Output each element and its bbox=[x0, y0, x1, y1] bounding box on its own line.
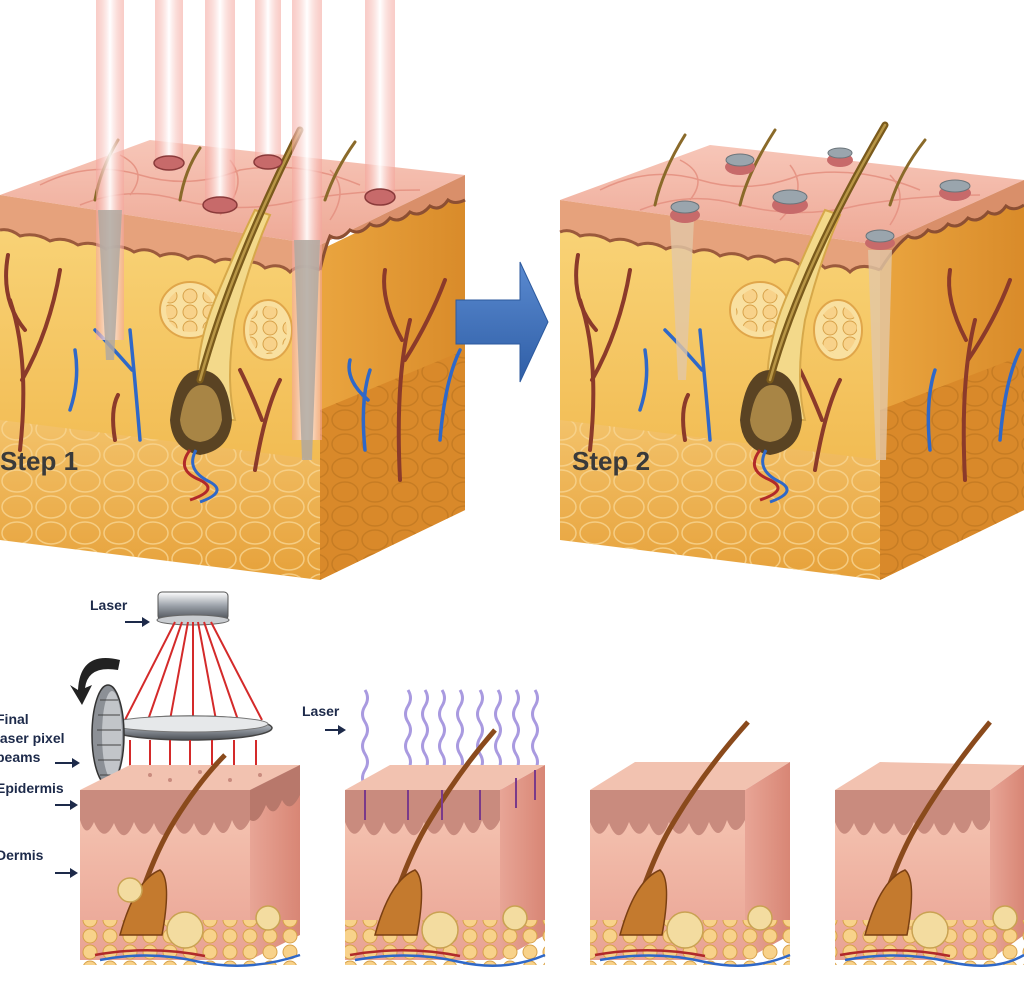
final-pixel-label-line3: beams bbox=[0, 749, 41, 765]
step1-red-vessels bbox=[4, 253, 447, 482]
step2-label: Step 2 bbox=[572, 446, 650, 476]
transition-arrow-icon bbox=[455, 261, 549, 383]
final-pixel-label-line1: Final bbox=[0, 711, 29, 727]
step2-microcrusts bbox=[670, 147, 971, 250]
laser-label-panel2: Laser bbox=[302, 703, 340, 719]
step1-label: Step 1 bbox=[0, 446, 78, 476]
laser-label: Laser bbox=[90, 597, 128, 613]
final-pixel-label-line2: laser pixel bbox=[0, 730, 65, 746]
bottom-labels: Laser Final laser pixel beams Epidermis … bbox=[0, 597, 346, 878]
bottom-skin-block-4 bbox=[835, 720, 1024, 967]
epidermis-label: Epidermis bbox=[0, 780, 64, 796]
bottom-skin-block-2 bbox=[345, 728, 546, 967]
bottom-skin-block-1 bbox=[80, 753, 301, 967]
step1-laser-beams bbox=[96, 0, 396, 460]
bottom-skin-block-3 bbox=[590, 720, 791, 967]
step1-hair-follicle bbox=[170, 126, 304, 504]
rotation-arrow-icon bbox=[70, 658, 120, 705]
step1-skin-block: Step 1 bbox=[0, 0, 466, 580]
dermis-label: Dermis bbox=[0, 847, 44, 863]
step2-skin-block: Step 2 bbox=[559, 121, 1024, 580]
laser-device bbox=[70, 591, 273, 786]
